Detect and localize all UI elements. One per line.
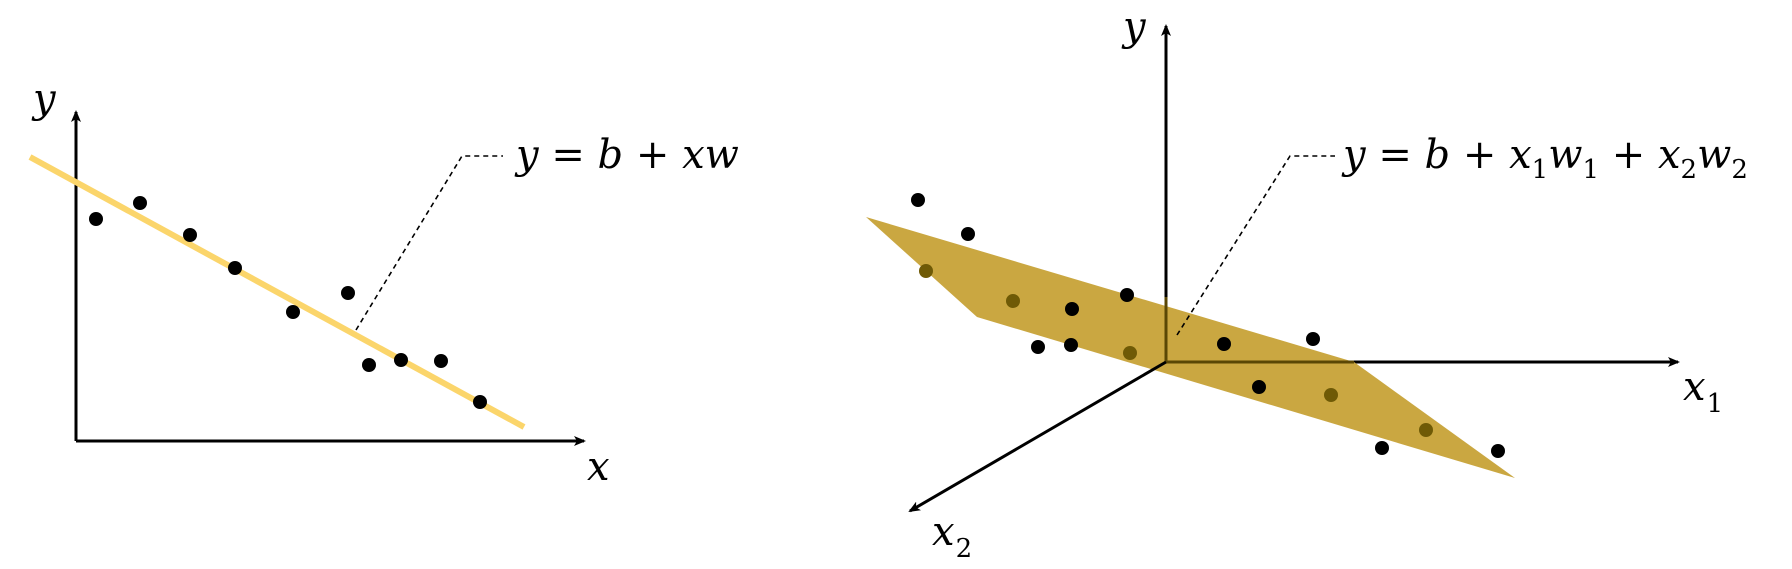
right-x1-axis-label: x1 (1683, 364, 1723, 419)
x1-label-subscript: 1 (1707, 389, 1724, 419)
data-point (1006, 294, 1020, 308)
eq-part: y = b + x (1341, 132, 1532, 178)
eq-subscript: 2 (1681, 155, 1698, 185)
eq-subscript: 1 (1532, 155, 1549, 185)
data-point (1123, 346, 1137, 360)
eq-part: w (1548, 132, 1582, 178)
data-point (911, 193, 925, 207)
data-point (919, 264, 933, 278)
data-point (1419, 423, 1433, 437)
right-panel-multiple-regression: y x1 x2 y = b + x1w1 + x2w2 (866, 4, 1748, 564)
data-point (1375, 441, 1389, 455)
data-point (1217, 337, 1231, 351)
data-point (89, 212, 103, 226)
eq-subscript: 2 (1731, 155, 1748, 185)
eq-part: w (1697, 132, 1731, 178)
right-x2-axis-label: x2 (932, 509, 972, 564)
data-point (1064, 338, 1078, 352)
x1-label-base: x (1683, 364, 1706, 410)
data-point (394, 353, 408, 367)
right-y-axis-label: y (1121, 4, 1147, 50)
left-data-points (89, 196, 487, 409)
right-equation: y = b + x1w1 + x2w2 (1341, 132, 1748, 185)
data-point (228, 261, 242, 275)
data-point (1065, 302, 1079, 316)
eq-part: + x (1599, 132, 1681, 178)
data-point (1252, 380, 1266, 394)
eq-subscript: 1 (1582, 155, 1599, 185)
left-panel-simple-regression: y x y = b + xw (28, 76, 739, 490)
data-point (473, 395, 487, 409)
data-point (1324, 388, 1338, 402)
data-point (1120, 288, 1134, 302)
data-point (362, 358, 376, 372)
data-point (1491, 444, 1505, 458)
data-point (341, 286, 355, 300)
data-point (1031, 340, 1045, 354)
x2-label-base: x (932, 509, 955, 555)
data-point (961, 227, 975, 241)
left-equation-leader (355, 155, 503, 331)
regression-plane (866, 217, 1515, 478)
right-data-points (911, 193, 1505, 458)
left-y-axis-label: y (31, 76, 57, 122)
data-point (133, 196, 147, 210)
data-point (1306, 332, 1320, 346)
regression-line (28, 154, 526, 430)
right-x2-axis (908, 360, 1167, 513)
left-equation: y = b + xw (514, 132, 739, 178)
data-point (286, 305, 300, 319)
data-point (183, 228, 197, 242)
data-point (434, 354, 448, 368)
left-x-axis-label: x (587, 444, 610, 490)
right-equation-leader (1176, 155, 1335, 336)
x2-label-subscript: 2 (956, 534, 973, 564)
